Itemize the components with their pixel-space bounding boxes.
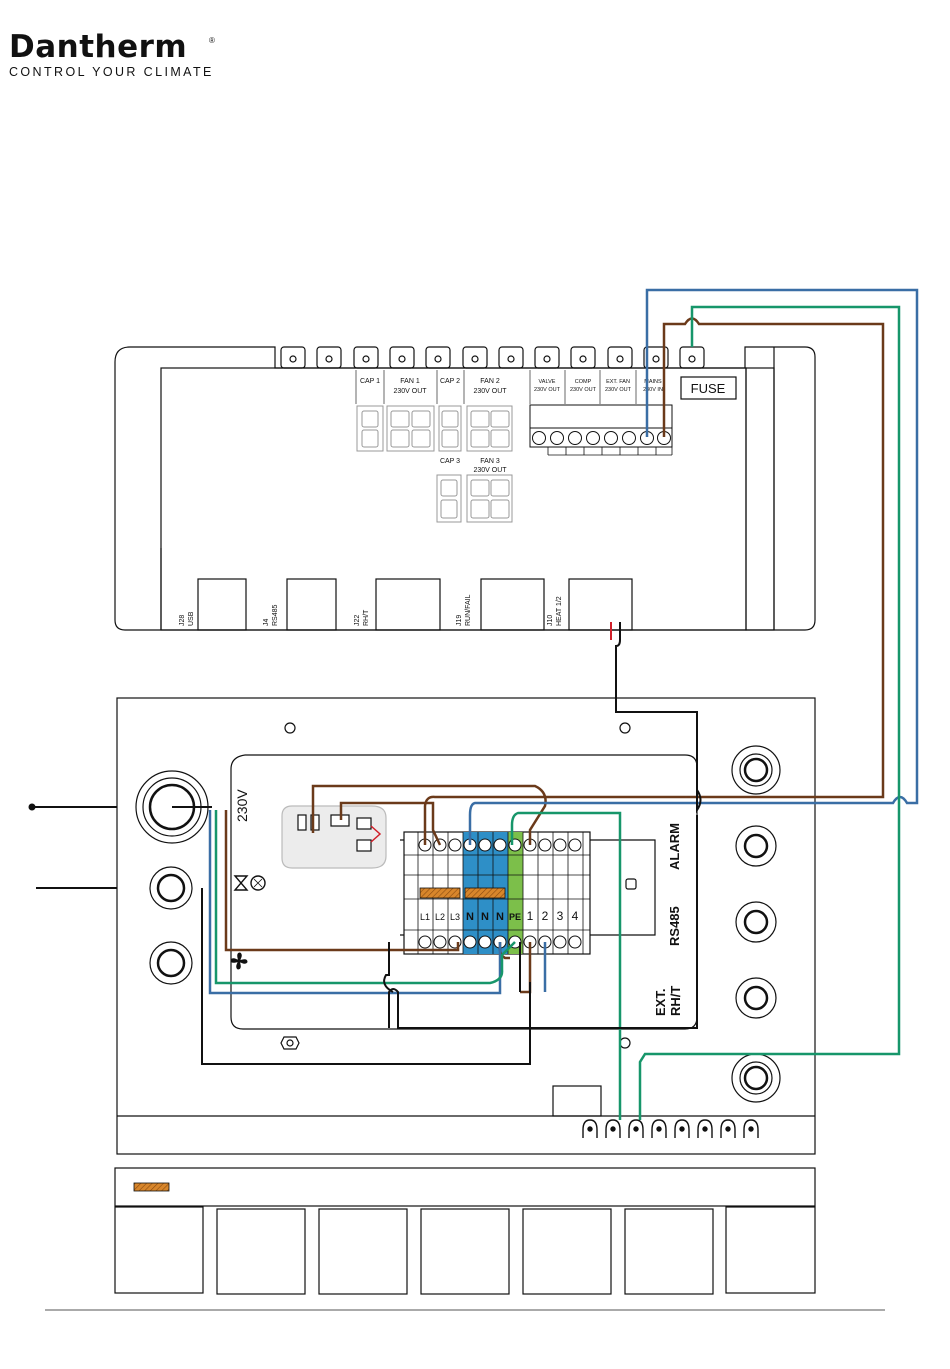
cable-glands-right (732, 746, 780, 1102)
box-spade-connectors (583, 1120, 758, 1138)
connector-j19 (481, 579, 544, 630)
fan2-label: FAN 2 (480, 378, 500, 385)
fan2-sub-label: 230V OUT (473, 388, 507, 395)
cap1-label: CAP 1 (360, 378, 380, 385)
rh-t-label: RH/T (668, 986, 683, 1016)
j10-sub-label: HEAT 1/2 (556, 596, 563, 626)
j4-sub-label: RS485 (272, 604, 279, 626)
valve-sub-label: 230V OUT (534, 387, 561, 393)
comp-sub-label: 230V OUT (570, 387, 597, 393)
terminal-label: 1 (527, 909, 534, 923)
terminal-label: PE (509, 912, 521, 922)
fan-icon (231, 953, 247, 969)
external-supply-lines (30, 805, 118, 889)
fan1-sub-label: 230V OUT (393, 388, 427, 395)
j22-label: J22 (354, 615, 361, 626)
terminal-label: L1 (420, 912, 430, 922)
fan3-sub-label: 230V OUT (473, 467, 507, 474)
terminal-label: N (466, 911, 474, 923)
valve-pump-icon (235, 876, 265, 890)
j4-label: J4 (263, 619, 270, 627)
terminal-label: L2 (435, 912, 445, 922)
green-wire (216, 307, 899, 1120)
voltage-label: 230V (234, 789, 250, 822)
terminal-label: 2 (542, 909, 549, 923)
j19-label: J19 (456, 615, 463, 626)
comp-label: COMP (575, 379, 592, 385)
relay-module (282, 806, 386, 868)
terminal-label: 4 (572, 909, 579, 923)
terminal-label: L3 (450, 912, 460, 922)
din-terminal-block: L1 L2 L3 N N N PE 1 2 3 4 (404, 832, 590, 954)
cap2-label: CAP 2 (440, 378, 460, 385)
fan3-label: FAN 3 (480, 458, 500, 465)
terminal-label: 3 (557, 909, 564, 923)
connector-j4 (287, 579, 336, 630)
ext-label: EXT. (653, 989, 668, 1016)
rs485-label: RS485 (667, 906, 682, 946)
ext-fan-sub-label: 230V OUT (605, 387, 632, 393)
bottom-module-row (115, 1168, 815, 1294)
pcb-labels: CAP 1 FAN 1 230V OUT CAP 2 FAN 2 230V OU… (179, 378, 726, 626)
j28-sub-label: USB (188, 611, 195, 626)
j19-sub-label: RUN/FAIL (465, 594, 472, 626)
heat-signal-wire (611, 622, 697, 790)
connector-j28 (198, 579, 246, 630)
terminal-label: N (496, 911, 504, 923)
fan1-label: FAN 1 (400, 378, 420, 385)
cap3-label: CAP 3 (440, 458, 460, 465)
valve-label: VALVE (539, 379, 556, 385)
fuse-label: FUSE (691, 381, 726, 396)
j22-sub-label: RH/T (363, 609, 370, 626)
pcb-screw-terminal-strip (530, 405, 672, 455)
connector-j10 (569, 579, 632, 630)
j28-label: J28 (179, 615, 186, 626)
spade-connectors (281, 347, 704, 368)
connector-j22 (376, 579, 440, 630)
ext-fan-label: EXT. FAN (606, 379, 630, 385)
j10-label: J10 (547, 615, 554, 626)
alarm-label: ALARM (667, 823, 682, 870)
cable-glands-left (136, 771, 208, 984)
terminal-label: N (481, 911, 489, 923)
